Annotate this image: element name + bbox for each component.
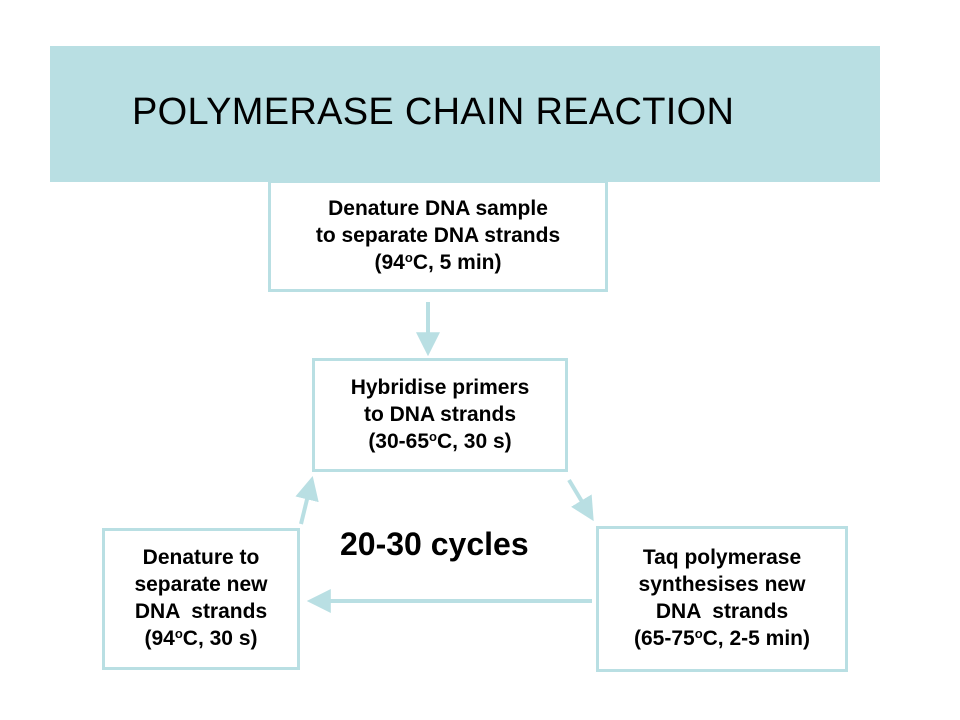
step-temperature: (65-75oC, 2-5 min) [634,625,810,654]
temp-suffix: C, 30 s) [436,429,512,453]
step-text-line: separate new [134,573,268,596]
step-box-taq-polymerase: Taq polymerase synthesises new DNA stran… [596,526,848,672]
temp-prefix: (94 [374,250,405,274]
step-text-line: DNA strands [655,600,789,623]
degree-superscript: o [694,626,703,641]
step-box-hybridise: Hybridise primers to DNA strands (30-65o… [312,358,568,472]
cycles-label: 20-30 cycles [340,526,529,562]
step-text-line: DNA strands [134,600,268,623]
degree-superscript: o [429,428,437,444]
title-banner: POLYMERASE CHAIN REACTION [50,46,880,182]
step-text-line: to DNA strands [363,402,517,426]
arrow-denature-new-to-hybridise [295,476,319,525]
degree-superscript: o [404,249,413,265]
temp-suffix: C, 30 s) [182,627,258,650]
step-text-line: Denature to [142,546,260,569]
temp-prefix: (94 [144,627,175,650]
step-text-line: synthesises new [638,573,806,596]
arrow-hybridise-to-taq [567,478,594,522]
step-text-line: to separate DNA strands [315,223,561,247]
step-temperature: (94oC, 30 s) [144,625,257,654]
step-box-denature-sample: Denature DNA sample to separate DNA stra… [268,180,608,292]
temp-prefix: (65-75 [633,627,695,650]
step-temperature: (94oC, 5 min) [375,249,502,278]
page-title: POLYMERASE CHAIN REACTION [132,91,735,133]
temp-suffix: C, 5 min) [412,250,502,274]
step-text-line: Denature DNA sample [328,196,548,220]
degree-superscript: o [174,626,183,641]
step-temperature: (30-65oC, 30 s) [368,428,511,457]
temp-suffix: C, 2-5 min) [702,627,810,650]
temp-prefix: (30-65 [368,429,430,453]
step-text-line: Hybridise primers [350,375,530,399]
step-box-denature-new: Denature to separate new DNA strands (94… [102,528,300,670]
step-text-line: Taq polymerase [642,546,802,569]
